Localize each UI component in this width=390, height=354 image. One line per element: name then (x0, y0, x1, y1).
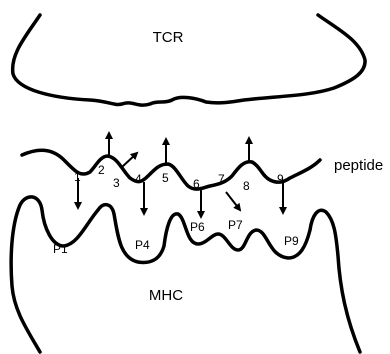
pocket-label-p7: P7 (228, 218, 243, 232)
residue-label-1: 1 (74, 170, 81, 184)
pocket-label-p1: P1 (53, 242, 68, 256)
residue-label-8: 8 (243, 179, 250, 193)
arrow-residue-7-diagonal (226, 192, 240, 210)
tcr-label: TCR (153, 29, 184, 46)
peptide-label: peptide (334, 157, 383, 174)
tcr-outline (13, 15, 365, 105)
residue-label-2: 2 (98, 163, 105, 177)
arrow-residue-3-diagonal (122, 153, 137, 167)
peptide-chain (22, 150, 320, 189)
pocket-label-p9: P9 (284, 234, 299, 248)
pocket-label-p6: P6 (190, 220, 205, 234)
residue-label-7: 7 (218, 172, 225, 186)
residue-label-4: 4 (135, 172, 142, 186)
residue-label-3: 3 (113, 176, 120, 190)
residue-label-6: 6 (193, 177, 200, 191)
pocket-label-p4: P4 (135, 238, 150, 252)
mhc-outline (11, 197, 360, 352)
residue-label-9: 9 (277, 172, 284, 186)
mhc-label: MHC (149, 287, 183, 304)
residue-label-5: 5 (162, 171, 169, 185)
